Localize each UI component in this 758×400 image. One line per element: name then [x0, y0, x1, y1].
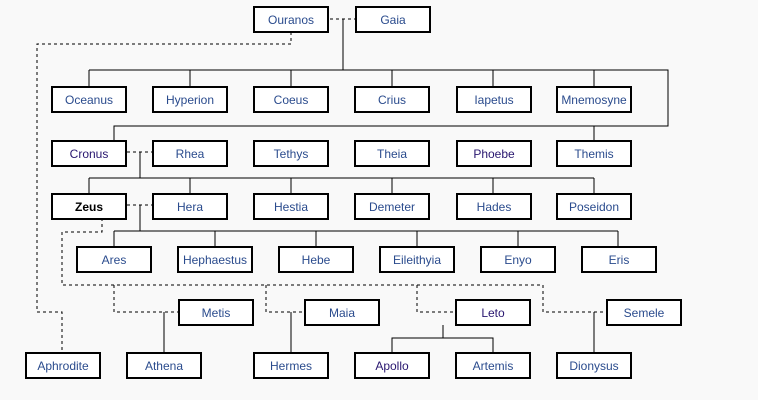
node-hestia[interactable]: Hestia — [253, 193, 329, 220]
node-apollo[interactable]: Apollo — [354, 352, 430, 379]
node-oceanus[interactable]: Oceanus — [51, 86, 127, 113]
node-mnemosyne[interactable]: Mnemosyne — [556, 86, 632, 113]
node-athena[interactable]: Athena — [126, 352, 202, 379]
node-enyo[interactable]: Enyo — [480, 246, 556, 273]
node-hebe[interactable]: Hebe — [278, 246, 354, 273]
node-maia[interactable]: Maia — [304, 299, 380, 326]
node-dionysus[interactable]: Dionysus — [556, 352, 632, 379]
node-eileithyia[interactable]: Eileithyia — [379, 246, 455, 273]
node-hermes[interactable]: Hermes — [253, 352, 329, 379]
node-coeus[interactable]: Coeus — [253, 86, 329, 113]
node-iapetus[interactable]: Iapetus — [456, 86, 532, 113]
node-demeter[interactable]: Demeter — [354, 193, 430, 220]
node-ares[interactable]: Ares — [76, 246, 152, 273]
node-ouranos[interactable]: Ouranos — [253, 6, 329, 33]
consort-child-lines — [163, 312, 595, 352]
node-zeus: Zeus — [51, 193, 127, 220]
aphrodite-descent-line — [36, 32, 292, 352]
node-artemis[interactable]: Artemis — [455, 352, 531, 379]
node-phoebe[interactable]: Phoebe — [456, 140, 532, 167]
olympian-sibling-line — [88, 177, 595, 193]
node-hyperion[interactable]: Hyperion — [152, 86, 228, 113]
node-hera[interactable]: Hera — [152, 193, 228, 220]
node-crius[interactable]: Crius — [354, 86, 430, 113]
node-aphrodite[interactable]: Aphrodite — [25, 352, 101, 379]
node-rhea[interactable]: Rhea — [152, 140, 228, 167]
node-hephaestus[interactable]: Hephaestus — [177, 246, 253, 273]
node-cronus[interactable]: Cronus — [51, 140, 127, 167]
zeus-hera-children-line — [113, 230, 619, 246]
node-metis[interactable]: Metis — [178, 299, 254, 326]
titan-drop-lines — [88, 70, 595, 140]
node-gaia[interactable]: Gaia — [355, 6, 431, 33]
node-tethys[interactable]: Tethys — [253, 140, 329, 167]
node-semele[interactable]: Semele — [606, 299, 682, 326]
titan-sibling-line — [89, 69, 669, 140]
node-theia[interactable]: Theia — [354, 140, 430, 167]
node-eris[interactable]: Eris — [581, 246, 657, 273]
node-themis[interactable]: Themis — [556, 140, 632, 167]
node-leto[interactable]: Leto — [455, 299, 531, 326]
zeus-consort-lines — [61, 218, 606, 313]
node-poseidon[interactable]: Poseidon — [556, 193, 632, 220]
node-hades[interactable]: Hades — [456, 193, 532, 220]
